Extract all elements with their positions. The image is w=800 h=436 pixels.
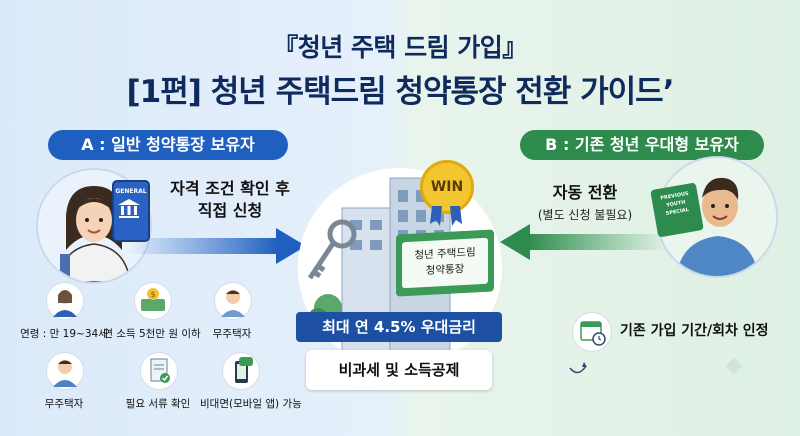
account-sign: 청년 주택드림 청약통장 xyxy=(396,229,494,297)
card-label: GENERAL xyxy=(115,188,147,195)
sparkle-icon xyxy=(725,357,743,375)
icon-label-homeless: 무주택자 xyxy=(212,328,252,340)
tax-benefit-label: 비과세 및 소득공제 xyxy=(306,350,492,390)
person-icon xyxy=(46,352,84,390)
recognition-text: 기존 가입 기간/회차 인정 xyxy=(620,323,769,339)
icon-label-income: 연 소득 5천만 원 이하 xyxy=(103,328,201,340)
money-icon: $ xyxy=(134,282,172,320)
general-action-line2: 직접 신청 xyxy=(197,201,263,220)
rate-banner: 최대 연 4.5% 우대금리 xyxy=(296,312,502,342)
document-check-icon xyxy=(140,352,178,390)
win-badge: WIN xyxy=(420,160,474,214)
return-arrow-icon xyxy=(569,362,587,374)
youth-account-card: PREVIOUS YOUTH SPECIAL xyxy=(650,182,704,238)
key-icon xyxy=(307,219,357,280)
arrow-left-icon xyxy=(500,224,668,260)
account-sign-text: 청년 주택드림 청약통장 xyxy=(402,237,488,289)
person-icon xyxy=(46,282,84,320)
subtitle: 『청년 주택 드림 가입』 xyxy=(273,33,527,62)
general-account-card: GENERAL xyxy=(112,180,150,242)
ribbon-icon xyxy=(430,206,462,226)
icon-label-age: 연령 : 만 19~34세 xyxy=(20,328,108,340)
arrow-right-icon xyxy=(128,228,306,264)
youth-action: 자동 전환 xyxy=(552,183,618,202)
svg-text:$: $ xyxy=(150,290,155,299)
icon-label-homeless-2: 무주택자 xyxy=(44,398,84,410)
bank-icon xyxy=(118,199,140,218)
page-title: [1편] 청년 주택드림 청약통장 전환 가이드’ xyxy=(126,74,675,110)
calendar-clock-icon xyxy=(572,312,612,352)
person-icon xyxy=(214,282,252,320)
win-badge-text: WIN xyxy=(430,179,464,195)
icon-label-documents: 필요 서류 확인 xyxy=(125,398,191,410)
phone-chat-icon xyxy=(222,352,260,390)
general-action: 자격 조건 확인 후 직접 신청 xyxy=(155,178,305,222)
icon-label-mobile: 비대면(모바일 앱) 가능 xyxy=(200,398,302,410)
youth-action-note: (별도 신청 불필요) xyxy=(537,208,633,222)
badge-general-holder: A : 일반 청약통장 보유자 xyxy=(48,130,288,160)
general-action-line1: 자격 조건 확인 후 xyxy=(170,179,290,198)
badge-youth-holder: B : 기존 청년 우대형 보유자 xyxy=(520,130,764,160)
